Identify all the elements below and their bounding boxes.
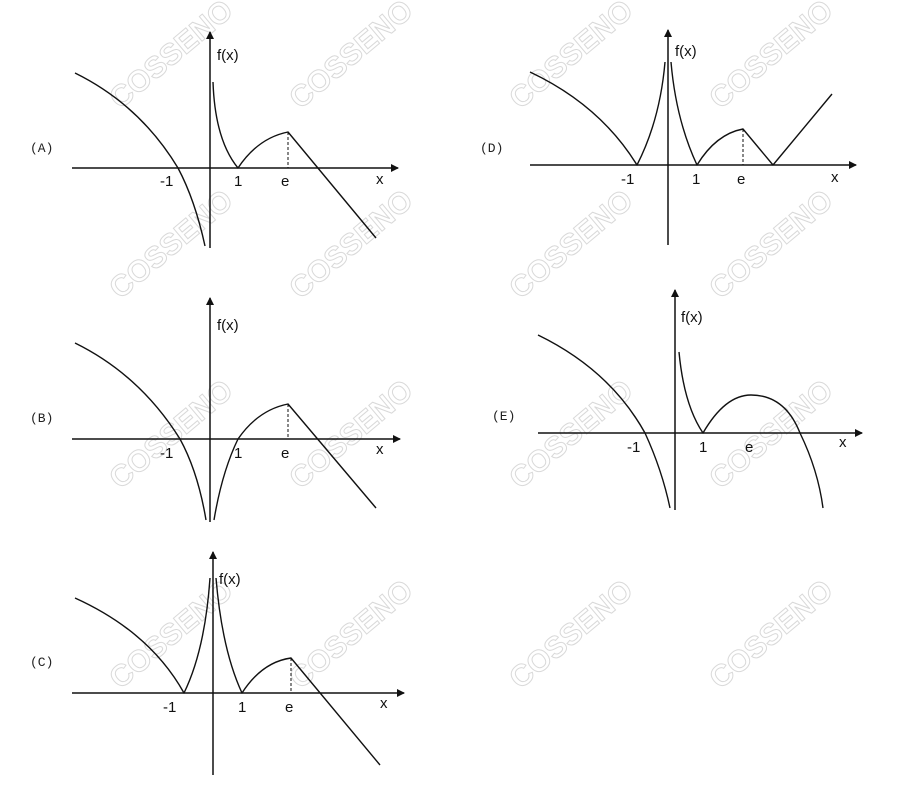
tick-label-minus-one: -1	[163, 699, 176, 716]
watermark: COSSENO	[703, 374, 839, 496]
curve-left-branch	[74, 577, 211, 694]
watermark: COSSENO	[503, 374, 639, 496]
watermark: COSSENO	[283, 574, 419, 696]
y-axis-label: f(x)	[217, 47, 239, 64]
curve-right-branch	[215, 577, 381, 766]
watermark: COSSENO	[503, 574, 639, 696]
tick-label-one: 1	[234, 445, 242, 462]
curve-left-branch	[74, 342, 207, 521]
watermark: COSSENO	[103, 574, 239, 696]
watermark: COSSENO	[703, 574, 839, 696]
tick-label-one: 1	[699, 439, 707, 456]
tick-label-one: 1	[238, 699, 246, 716]
tick-label-e: e	[281, 173, 289, 190]
y-axis-label: f(x)	[219, 571, 241, 588]
tick-label-e: e	[285, 699, 293, 716]
curve-left-branch	[529, 61, 666, 166]
tick-label-e: e	[281, 445, 289, 462]
watermark: COSSENO	[283, 184, 419, 306]
option-label: (C)	[30, 655, 53, 670]
x-axis-label: x	[376, 441, 384, 458]
tick-label-one: 1	[692, 171, 700, 188]
watermark: COSSENO	[703, 0, 839, 115]
x-axis-label: x	[376, 171, 384, 188]
tick-label-e: e	[737, 171, 745, 188]
watermark: COSSENO	[103, 184, 239, 306]
watermark: COSSENO	[103, 374, 239, 496]
x-axis-label: x	[831, 169, 839, 186]
y-axis-label: f(x)	[681, 309, 703, 326]
curve-right-branch	[678, 351, 824, 509]
option-label: (D)	[480, 141, 503, 156]
curve-left-branch	[74, 72, 206, 247]
x-axis-label: x	[380, 695, 388, 712]
y-axis-label: f(x)	[217, 317, 239, 334]
watermark: COSSENO	[503, 0, 639, 115]
graph-b: (B) f(x) x -1 1 e	[30, 297, 401, 522]
curve-right-branch	[670, 61, 833, 166]
tick-label-minus-one: -1	[160, 173, 173, 190]
curve-right-branch	[213, 403, 377, 521]
option-label: (B)	[30, 411, 53, 426]
graph-a: (A) f(x) x -1 1 e	[30, 31, 399, 248]
graph-e: (E) f(x) x -1 1 e	[492, 289, 863, 510]
watermark: COSSENO	[503, 184, 639, 306]
watermark: COSSENO	[283, 374, 419, 496]
curve-right-branch	[212, 81, 377, 239]
watermark: COSSENO	[283, 0, 419, 115]
tick-label-minus-one: -1	[160, 445, 173, 462]
option-label: (A)	[30, 141, 53, 156]
option-label: (E)	[492, 409, 515, 424]
curve-left-branch	[537, 334, 671, 509]
x-axis-label: x	[839, 434, 847, 451]
tick-label-one: 1	[234, 173, 242, 190]
tick-label-minus-one: -1	[621, 171, 634, 188]
y-axis-label: f(x)	[675, 43, 697, 60]
tick-label-e: e	[745, 439, 753, 456]
tick-label-minus-one: -1	[627, 439, 640, 456]
graph-d: (D) f(x) x -1 1 e	[480, 29, 857, 245]
graph-c: (C) f(x) x -1 1 e	[30, 551, 405, 775]
watermark: COSSENO	[703, 184, 839, 306]
